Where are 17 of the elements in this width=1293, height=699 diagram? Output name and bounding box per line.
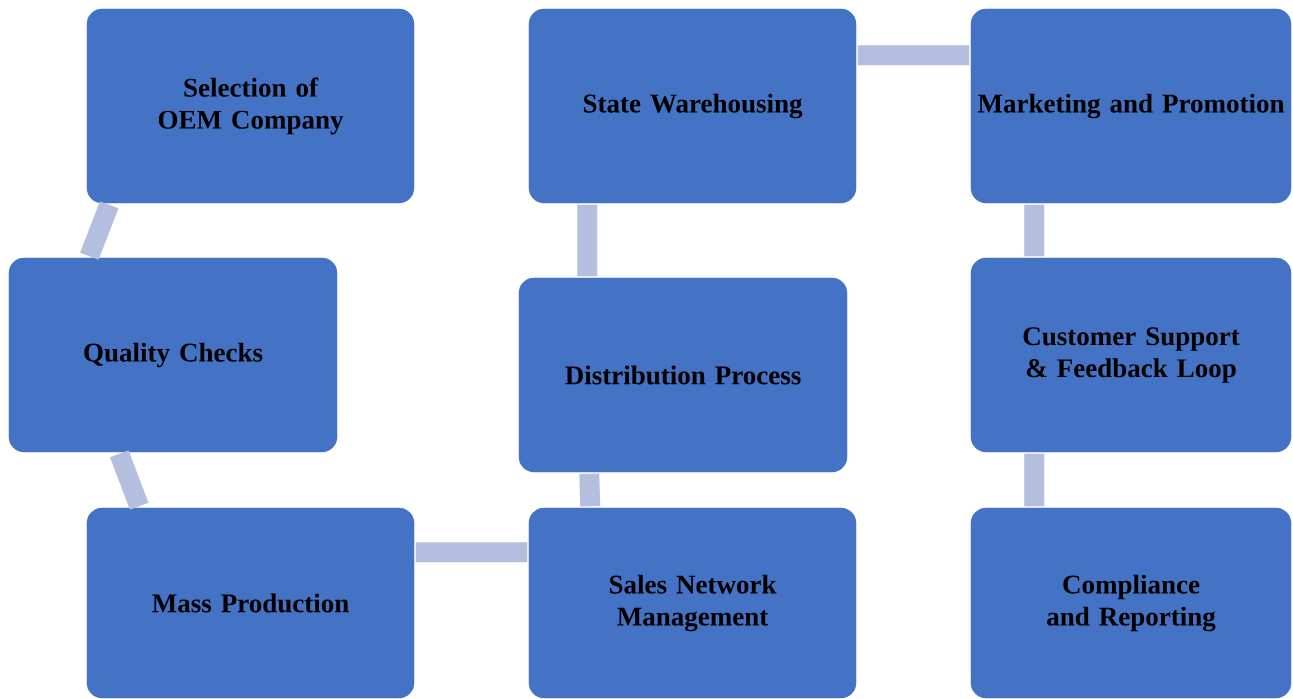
connector <box>109 450 149 510</box>
connector <box>415 542 528 563</box>
process-box: State Warehousing <box>527 7 858 205</box>
process-box: Sales Network Management <box>527 506 858 699</box>
process-box: Compliance and Reporting <box>969 506 1293 699</box>
connector <box>857 45 970 66</box>
process-box: Customer Support & Feedback Loop <box>969 256 1293 454</box>
process-box: Selection of OEM Company <box>85 7 416 205</box>
connector <box>1024 204 1045 257</box>
connector <box>1024 453 1045 507</box>
process-box: Mass Production <box>85 506 416 699</box>
connector <box>79 201 119 260</box>
process-box: Quality Checks <box>7 256 339 454</box>
process-box: Distribution Process <box>517 276 849 474</box>
connector <box>579 473 601 507</box>
connector <box>577 204 598 277</box>
process-box: Marketing and Promotion <box>969 7 1293 205</box>
